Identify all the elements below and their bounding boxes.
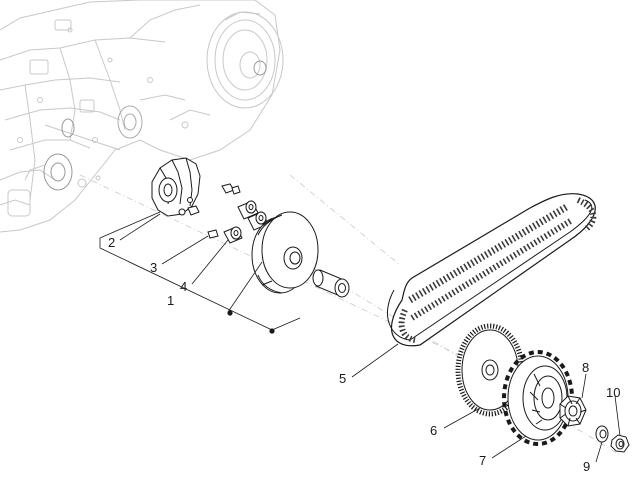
nut bbox=[610, 434, 630, 453]
leader-lines bbox=[99, 211, 621, 463]
callout-3: 3 bbox=[150, 260, 158, 275]
drive-pulley-bushing bbox=[312, 269, 350, 298]
callout-4: 4 bbox=[180, 279, 188, 294]
movable-drive-half bbox=[251, 211, 319, 294]
callout-10: 10 bbox=[606, 385, 621, 400]
pulley-nut-cage bbox=[559, 395, 587, 427]
callout-5: 5 bbox=[339, 371, 347, 386]
clutch-bell-half bbox=[502, 350, 574, 446]
washer bbox=[595, 425, 609, 443]
engine-ghost bbox=[0, 0, 284, 233]
callout-1: 1 bbox=[167, 293, 175, 308]
drive-belt bbox=[386, 193, 597, 347]
roller-guide-slider bbox=[187, 183, 241, 239]
callout-8: 8 bbox=[582, 360, 590, 375]
callout-9: 9 bbox=[583, 459, 591, 474]
leader-dots bbox=[227, 310, 275, 334]
callout-6: 6 bbox=[430, 423, 438, 438]
drive-pulley-fixed-half bbox=[151, 157, 201, 217]
callout-2: 2 bbox=[108, 235, 116, 250]
callout-7: 7 bbox=[479, 453, 487, 468]
